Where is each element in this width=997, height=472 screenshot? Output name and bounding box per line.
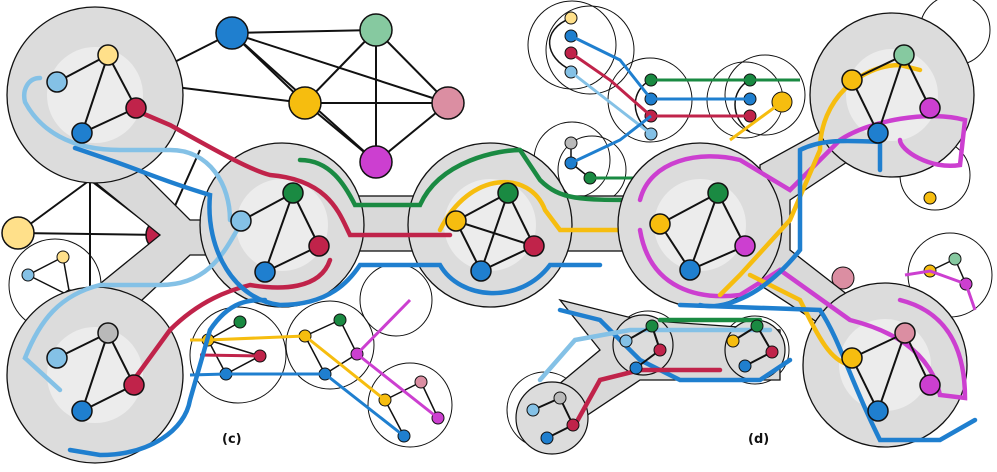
node [71,122,93,144]
node [619,334,633,348]
node [566,418,580,432]
node [649,213,671,235]
node [254,261,276,283]
node [46,71,68,93]
panel-d-map [515,12,978,455]
node [919,97,941,119]
background-mini-graphs-left [21,250,445,443]
node [282,182,304,204]
node [97,322,119,344]
node [230,210,252,232]
bg-node [359,13,393,47]
node [919,374,941,396]
node [867,122,889,144]
node [445,210,467,232]
node [679,259,701,281]
bg-node [1,216,35,250]
bg-node [359,145,393,179]
node [123,374,145,396]
node [894,322,916,344]
node [867,400,889,422]
panel-label-d: (d) [748,432,770,447]
node [765,345,779,359]
node [645,319,659,333]
node [750,319,764,333]
node [738,359,752,373]
node [526,403,540,417]
node [553,391,567,405]
node [726,334,740,348]
node [71,400,93,422]
node [629,361,643,375]
node [841,347,863,369]
bg-node [431,86,465,120]
bg-node [215,16,249,50]
bg-node [288,86,322,120]
panel-label-c: (c) [222,432,242,447]
node [125,97,147,119]
node [734,235,756,257]
node [46,347,68,369]
node [308,235,330,257]
node [523,235,545,257]
node [97,44,119,66]
node [707,182,729,204]
node [893,44,915,66]
node [540,431,554,445]
node [497,182,519,204]
node [470,260,492,282]
node [653,343,667,357]
node [841,69,863,91]
